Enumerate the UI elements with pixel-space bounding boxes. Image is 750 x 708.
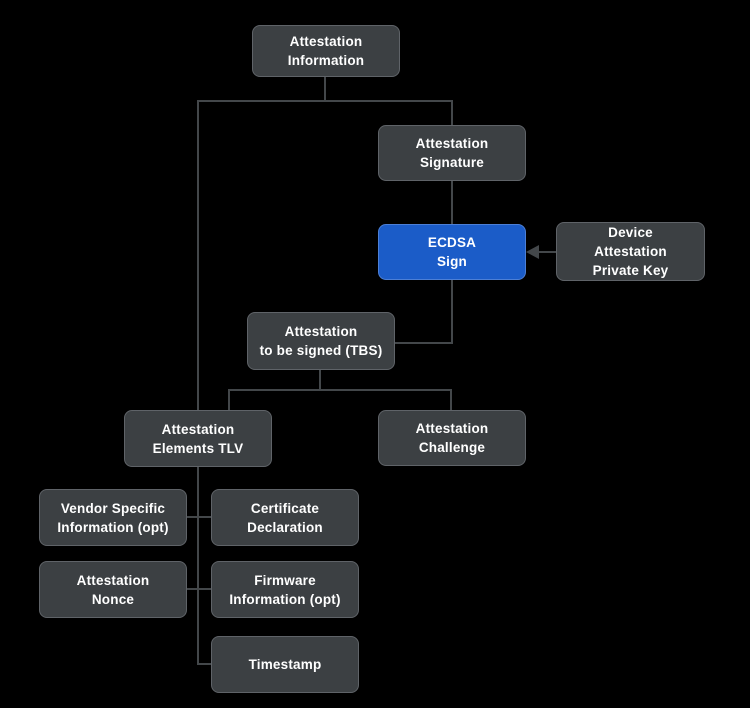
connector-signature-to-ecdsa [451, 181, 453, 225]
connector-stub-row2 [186, 588, 212, 590]
connector-tbs-split-horizontal [228, 389, 452, 391]
connector-split-to-tlv [228, 389, 230, 411]
node-label: Attestation Nonce [76, 572, 150, 607]
connector-key-to-ecdsa [537, 251, 557, 253]
connector-tlv-spine-lower [197, 467, 199, 665]
node-label: Certificate Declaration [247, 500, 323, 535]
connector-left-spine-upper [197, 100, 199, 411]
node-label: Timestamp [248, 657, 322, 672]
node-vendor-specific-information: Vendor Specific Information (opt) [39, 489, 187, 546]
connector-down-to-signature [451, 100, 453, 126]
node-label: Attestation Elements TLV [152, 421, 244, 456]
connector-to-tbs [394, 342, 453, 344]
node-attestation-signature: Attestation Signature [378, 125, 526, 181]
connector-split-to-challenge [450, 389, 452, 411]
node-certificate-declaration: Certificate Declaration [211, 489, 359, 546]
arrowhead-left-icon [526, 245, 539, 259]
node-label: Device Attestation Private Key [592, 225, 669, 278]
node-label: Attestation Challenge [415, 421, 489, 455]
node-label: Attestation Information [287, 34, 365, 68]
node-attestation-nonce: Attestation Nonce [39, 561, 187, 618]
node-firmware-information: Firmware Information (opt) [211, 561, 359, 618]
node-attestation-elements-tlv: Attestation Elements TLV [124, 410, 272, 467]
node-device-attestation-private-key: Device Attestation Private Key [556, 222, 705, 281]
node-label: ECDSA Sign [427, 235, 477, 269]
node-attestation-challenge: Attestation Challenge [378, 410, 526, 466]
connector-ecdsa-down [451, 280, 453, 344]
connector-stub-timestamp [197, 663, 212, 665]
connector-top-horizontal [197, 100, 453, 102]
connector-stub-row1 [186, 516, 212, 518]
connector-tbs-down [319, 370, 321, 391]
node-ecdsa-sign: ECDSA Sign [378, 224, 526, 280]
node-timestamp: Timestamp [211, 636, 359, 693]
node-label: Attestation Signature [415, 136, 489, 170]
node-label: Firmware Information (opt) [229, 572, 341, 607]
node-label: Vendor Specific Information (opt) [57, 500, 169, 535]
node-attestation-tbs: Attestation to be signed (TBS) [247, 312, 395, 370]
connector-info-down [324, 77, 326, 101]
node-attestation-information: Attestation Information [252, 25, 400, 77]
node-label: Attestation to be signed (TBS) [259, 324, 383, 358]
